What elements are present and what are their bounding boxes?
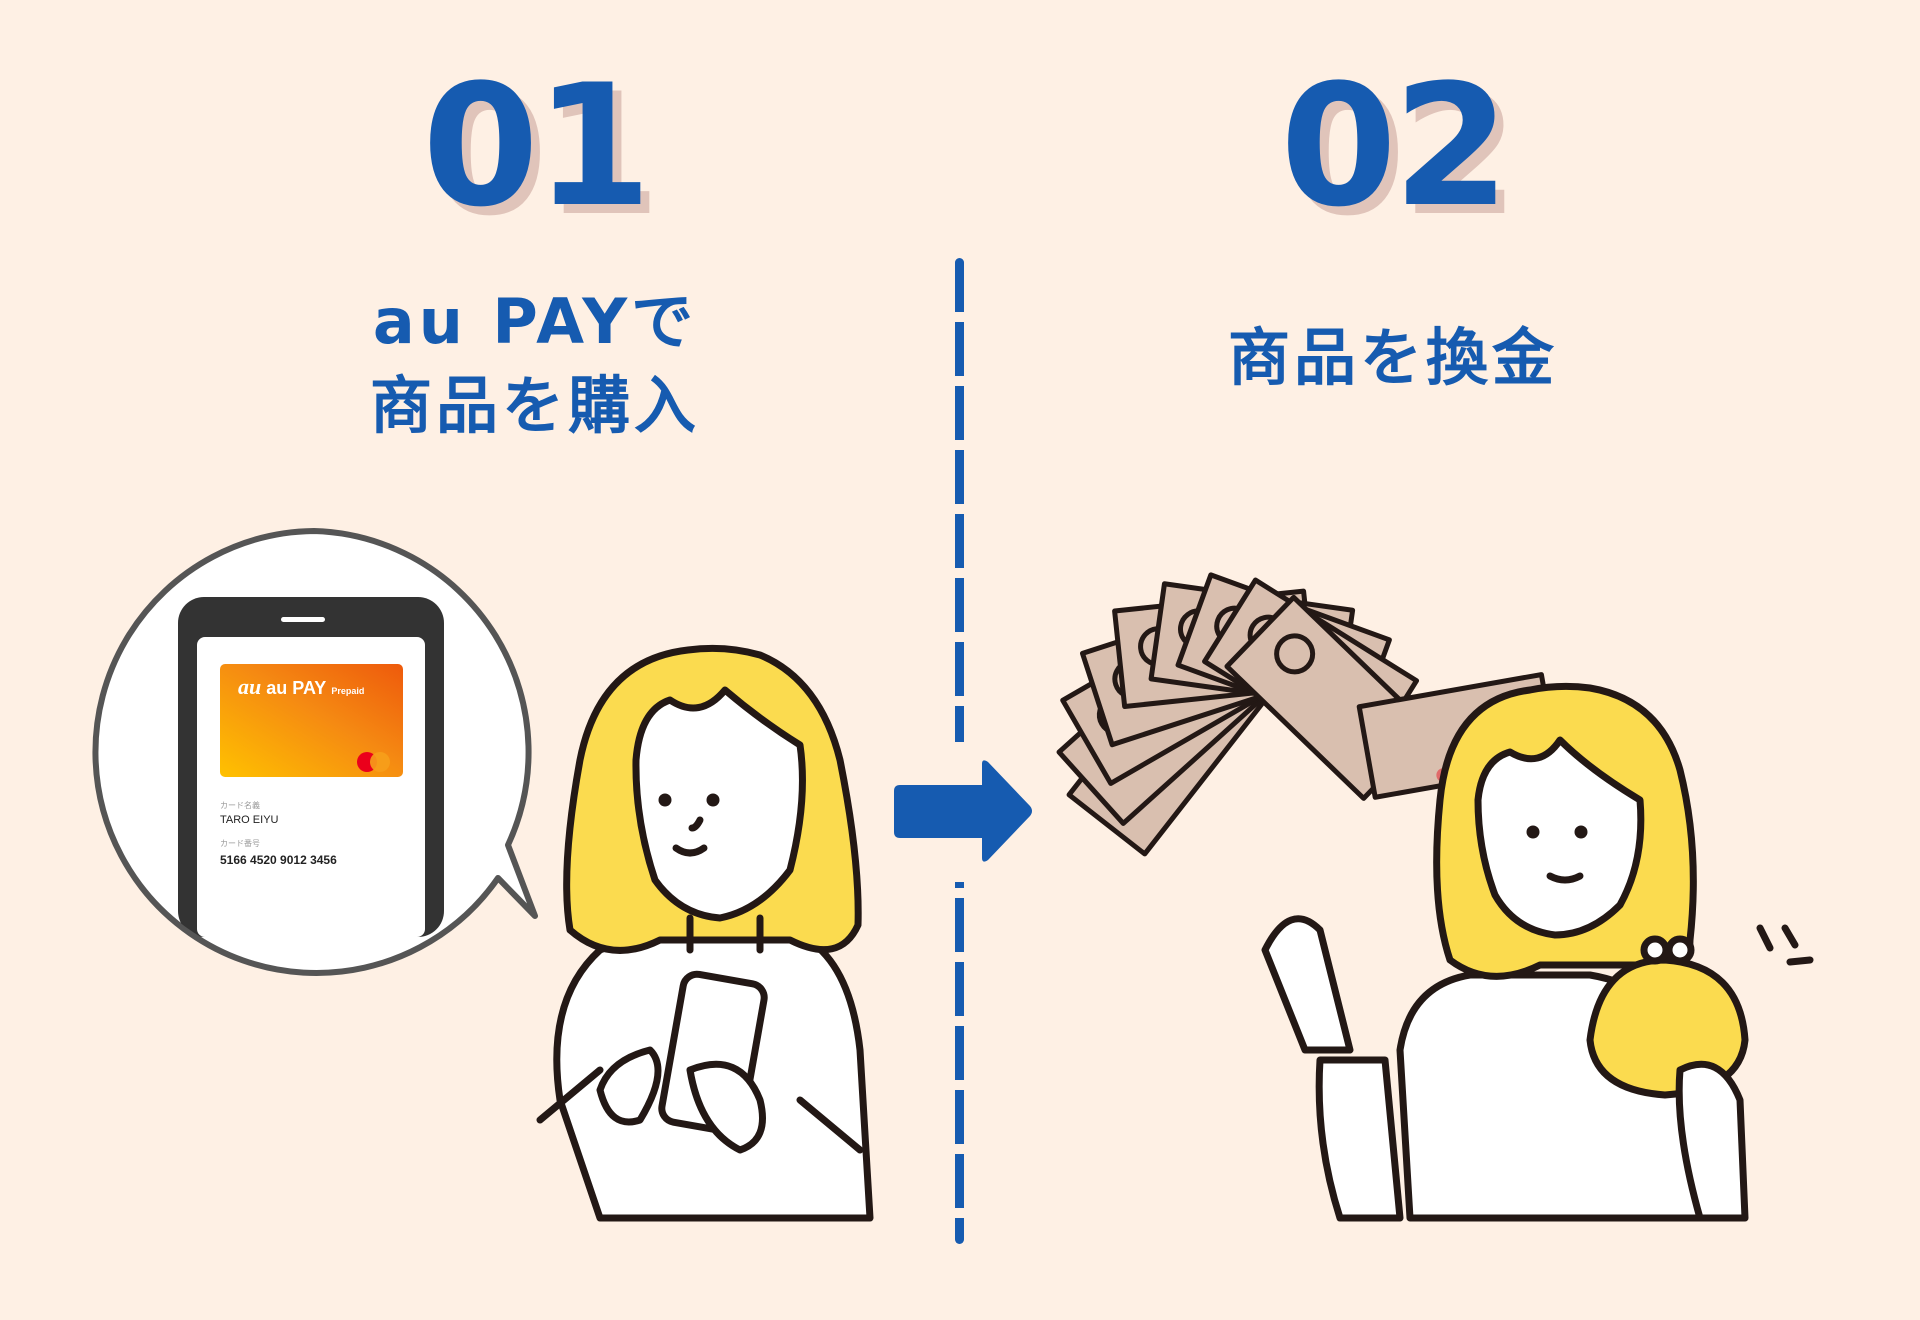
mastercard-icon (357, 752, 391, 772)
card-name-value: TARO EIYU (220, 814, 279, 826)
card-number-value: 5166 4520 9012 3456 (220, 853, 337, 867)
banknote-fan (1056, 572, 1560, 857)
step-2-title-line-1: 商品を換金 (1227, 321, 1558, 394)
speech-bubble (92, 528, 538, 976)
step-1-title-line-2: 商品を購入 (369, 369, 700, 442)
card-brand: au au PAY Prepaid (238, 674, 365, 699)
card-name-label: カード名義 (220, 801, 260, 810)
step-1-number: 01 (422, 48, 652, 244)
step-1-title-line-1: au PAYで (372, 285, 698, 358)
divider-gap (940, 742, 980, 882)
woman-1 (536, 644, 874, 1222)
card-number-label: カード番号 (220, 839, 260, 848)
step-2-number: 02 (1280, 48, 1510, 244)
step-2-title: 商品を換金 (1133, 316, 1653, 400)
au-logo: au (238, 674, 262, 699)
step-1-title: au PAYで 商品を購入 (275, 280, 795, 448)
woman-2 (1261, 682, 1814, 1222)
